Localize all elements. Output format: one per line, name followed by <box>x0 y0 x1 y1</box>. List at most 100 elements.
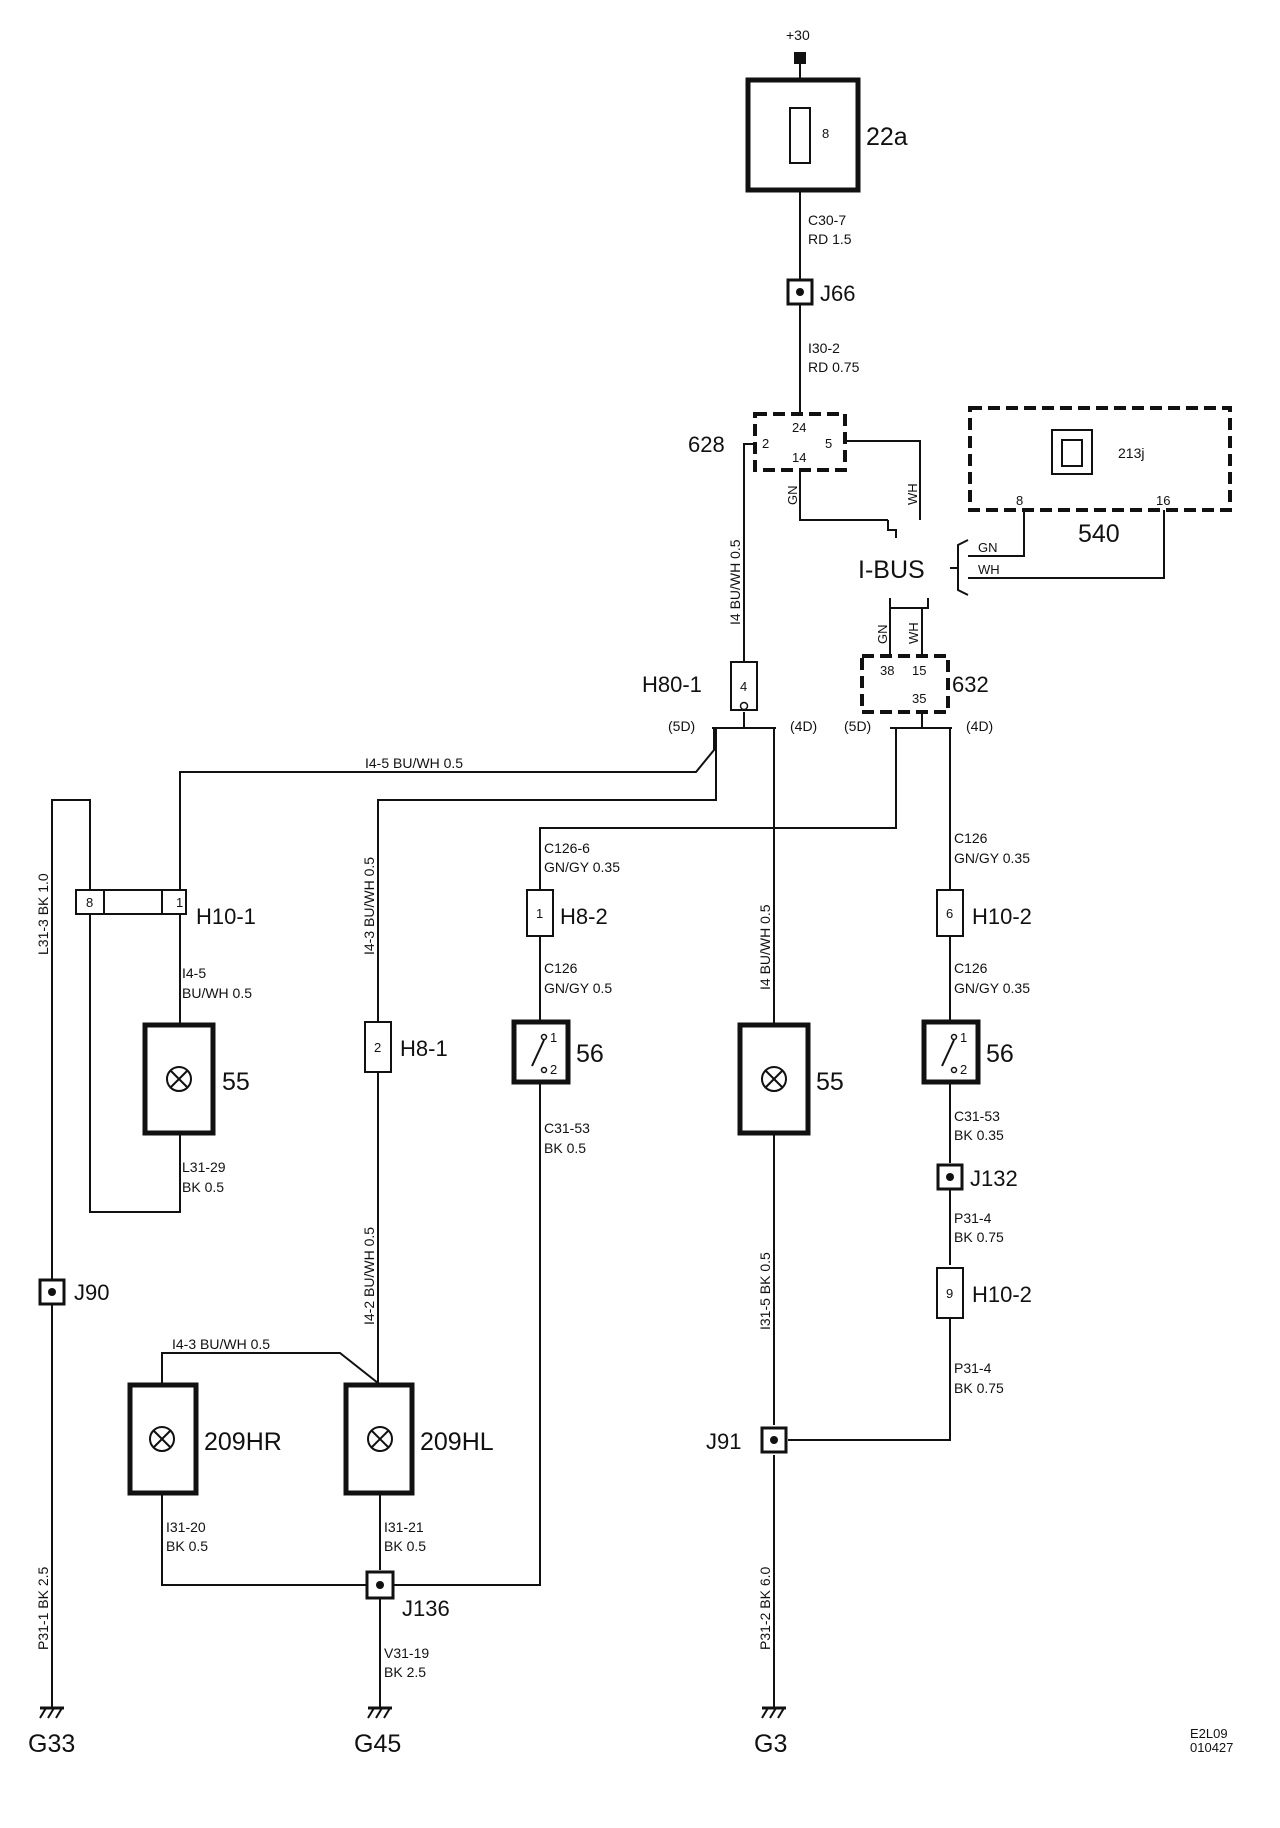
lamp-55-center-icon <box>761 1066 787 1092</box>
m628-pin-5: 5 <box>825 436 832 451</box>
fuse-label: 22a <box>866 123 908 151</box>
switch-56-left-pin-1: 1 <box>550 1030 557 1045</box>
splice-j136-dot <box>376 1581 384 1589</box>
module-632-label: 632 <box>952 672 989 697</box>
switch-56-left-label: 56 <box>576 1040 604 1068</box>
splice-j91-dot <box>770 1436 778 1444</box>
wire-p31-4-a-spec: BK 0.75 <box>954 1229 1004 1245</box>
supply-label: +30 <box>786 27 810 43</box>
variant-4d-right: (4D) <box>966 718 993 734</box>
wire-c31-53-right-spec: BK 0.35 <box>954 1127 1004 1143</box>
wire-i4-5-lamp-id: I4-5 <box>182 965 206 981</box>
module-632 <box>860 654 950 714</box>
wire-i31-21-spec: BK 0.5 <box>384 1538 426 1554</box>
wire-c126-right-id: C126 <box>954 830 988 846</box>
display-icon <box>1051 429 1093 475</box>
connector-h8-2 <box>526 889 554 937</box>
connector-h10-1 <box>75 889 187 915</box>
splice-j66-dot <box>796 288 804 296</box>
wire-i4-3-vertical: I4-3 BU/WH 0.5 <box>361 857 377 955</box>
switch-56-right <box>921 1019 981 1085</box>
lamp-209hl-label: 209HL <box>420 1428 494 1456</box>
wire-c30-7-spec: RD 1.5 <box>808 231 852 247</box>
wire-wh-632: WH <box>906 622 921 644</box>
switch-56-right-pin-1: 1 <box>960 1030 967 1045</box>
m540-pin-8: 8 <box>1016 493 1023 508</box>
h10-2-lower-pin: 9 <box>946 1286 953 1301</box>
ground-g45-label: G45 <box>354 1730 401 1758</box>
wire-c126-h8-id: C126 <box>544 960 578 976</box>
drawing-code-line-2: 010427 <box>1190 1740 1233 1755</box>
variant-5d-left: (5D) <box>668 718 695 734</box>
ground-g3-icon <box>761 1706 786 1719</box>
wire-c31-53-right-id: C31-53 <box>954 1108 1000 1124</box>
wire-i30-2-id: I30-2 <box>808 340 840 356</box>
variant-4d-left: (4D) <box>790 718 817 734</box>
wires <box>51 58 1165 1708</box>
switch-56-left-pin-2: 2 <box>550 1062 557 1077</box>
wire-c126-h10-id: C126 <box>954 960 988 976</box>
wire-v31-19-id: V31-19 <box>384 1645 429 1661</box>
switch-56-right-label: 56 <box>986 1040 1014 1068</box>
h8-2-pin: 1 <box>536 906 543 921</box>
h10-2-lower-label: H10-2 <box>972 1282 1032 1307</box>
wire-p31-2: P31-2 BK 6.0 <box>757 1567 773 1650</box>
ground-g3-label: G3 <box>754 1730 787 1758</box>
wire-i4-3-horizontal: I4-3 BU/WH 0.5 <box>172 1336 270 1352</box>
switch-56-right-pin-2: 2 <box>960 1062 967 1077</box>
wire-i30-2-spec: RD 0.75 <box>808 359 860 375</box>
h10-2-upper-pin: 6 <box>946 906 953 921</box>
switch-56-left <box>511 1019 571 1085</box>
wire-l31-29-id: L31-29 <box>182 1159 226 1175</box>
m632-pin-15: 15 <box>912 663 926 678</box>
wire-c126-h10-spec: GN/GY 0.35 <box>954 980 1030 996</box>
ibus-label: I-BUS <box>858 556 925 584</box>
wire-i4-vertical: I4 BU/WH 0.5 <box>727 539 743 625</box>
h80-1-pin-dot <box>739 701 749 711</box>
wire-l31-29-spec: BK 0.5 <box>182 1179 224 1195</box>
h10-1-pin-1: 1 <box>176 895 183 910</box>
wire-i31-21-id: I31-21 <box>384 1519 424 1535</box>
h80-1-label: H80-1 <box>642 672 702 697</box>
module-540-label: 540 <box>1078 520 1120 548</box>
wire-p31-4-a-id: P31-4 <box>954 1210 992 1226</box>
h8-2-label: H8-2 <box>560 904 608 929</box>
wire-p31-1: P31-1 BK 2.5 <box>35 1567 51 1650</box>
wire-i4-2-vertical: I4-2 BU/WH 0.5 <box>361 1227 377 1325</box>
module-540 <box>968 406 1232 512</box>
variant-5d-right: (5D) <box>844 718 871 734</box>
lamp-209hl-icon <box>367 1426 393 1452</box>
m628-pin-2: 2 <box>762 436 769 451</box>
wire-l31-3: L31-3 BK 1.0 <box>35 873 51 955</box>
fuse-number: 8 <box>822 126 829 141</box>
splice-j132-dot <box>946 1173 954 1181</box>
splice-j132-label: J132 <box>970 1166 1018 1191</box>
fuse-box-22a <box>745 77 861 193</box>
h80-1-pin: 4 <box>740 679 747 694</box>
splice-j91-label: J91 <box>706 1429 741 1454</box>
module-628 <box>753 412 847 472</box>
supply-terminal <box>794 52 806 64</box>
wire-wh-540: WH <box>978 562 1000 577</box>
wire-i31-20-id: I31-20 <box>166 1519 206 1535</box>
splice-j90-label: J90 <box>74 1280 109 1305</box>
display-icon-inner <box>1061 439 1083 467</box>
splice-j66-label: J66 <box>820 281 855 306</box>
wire-v31-19-spec: BK 2.5 <box>384 1664 426 1680</box>
wire-gn-628: GN <box>785 486 800 506</box>
wire-c126-6-spec: GN/GY 0.35 <box>544 859 620 875</box>
wire-i4-center: I4 BU/WH 0.5 <box>757 904 773 990</box>
wire-c126-right-spec: GN/GY 0.35 <box>954 850 1030 866</box>
connector-h8-1 <box>364 1021 392 1073</box>
h10-1-pin-8: 8 <box>86 895 93 910</box>
module-628-label: 628 <box>688 432 725 457</box>
wire-c31-53-left-spec: BK 0.5 <box>544 1140 586 1156</box>
ground-g33-label: G33 <box>28 1730 75 1758</box>
h8-1-label: H8-1 <box>400 1036 448 1061</box>
lamp-209hr-icon <box>149 1426 175 1452</box>
splice-j91 <box>760 1426 788 1454</box>
lamp-55-center-label: 55 <box>816 1068 844 1096</box>
splice-j90-dot <box>48 1288 56 1296</box>
h10-2-upper-label: H10-2 <box>972 904 1032 929</box>
